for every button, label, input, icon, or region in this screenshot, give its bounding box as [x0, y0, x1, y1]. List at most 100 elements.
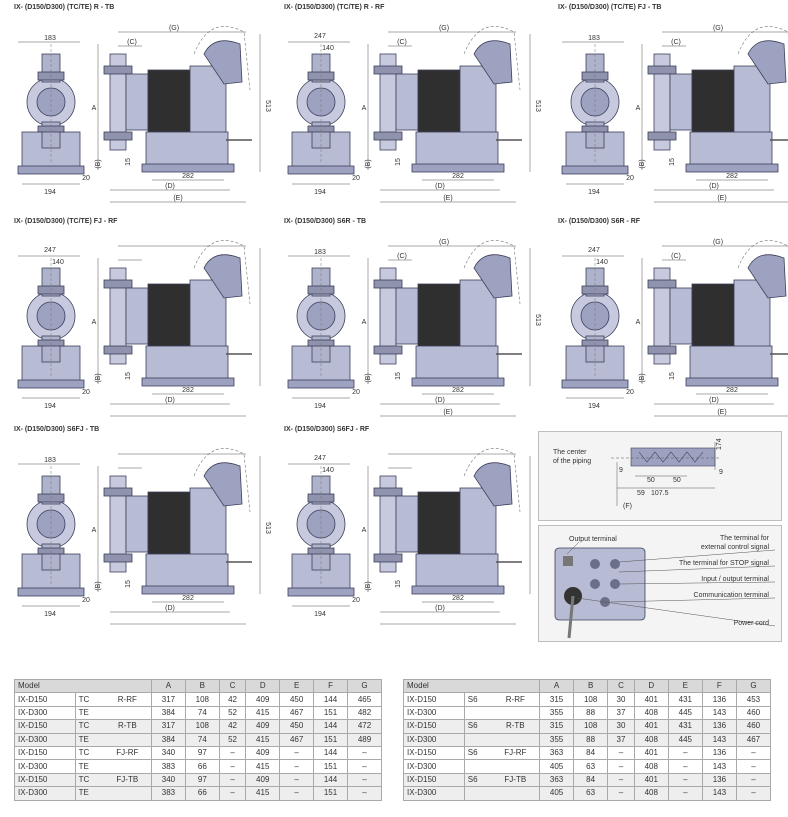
column-header: E: [279, 678, 315, 694]
model-cell: IX-D300: [403, 732, 465, 747]
value-cell: 489: [347, 732, 382, 747]
dim-194: 194: [44, 403, 56, 410]
column-header: A: [150, 678, 186, 694]
type-cell: [103, 759, 152, 774]
dim-g: (G): [169, 25, 179, 32]
dimension-lines: [562, 31, 788, 203]
dim-194: 194: [314, 611, 326, 618]
material-cell: [464, 732, 492, 747]
value-cell: 144: [313, 772, 348, 788]
dim-194: 194: [314, 403, 326, 410]
dim-50b: 50: [673, 477, 681, 484]
dim-a: A: [92, 105, 97, 112]
model-cell: IX-D150: [14, 719, 76, 734]
stop-signal-label: The terminal for STOP signal: [679, 560, 769, 567]
dim-20: 20: [352, 389, 360, 396]
dim-282: 282: [452, 595, 464, 602]
value-cell: 401: [633, 719, 669, 734]
value-cell: 66: [184, 759, 220, 774]
value-cell: –: [667, 772, 703, 788]
dim-b: (B): [365, 373, 372, 382]
dim-e: (E): [443, 195, 452, 202]
front-view: [17, 466, 85, 597]
value-cell: 431: [667, 719, 703, 734]
dim-d: (D): [165, 183, 175, 190]
dimension-lines: [562, 245, 788, 417]
model-cell: IX-D300: [14, 759, 76, 774]
value-cell: 108: [573, 692, 609, 707]
value-cell: 453: [735, 692, 772, 707]
type-cell: R-RF: [491, 692, 541, 707]
column-header: A: [539, 678, 575, 694]
dim-a: A: [92, 319, 97, 326]
value-cell: –: [607, 786, 635, 801]
dim-194: 194: [44, 189, 56, 196]
value-cell: –: [218, 745, 247, 761]
value-cell: 42: [218, 719, 247, 734]
value-cell: –: [607, 745, 635, 761]
model-cell: IX-D300: [14, 705, 76, 721]
drawing-title: IX- (D150/D300) (TC/TE) R - RF: [284, 4, 385, 11]
value-cell: 415: [245, 786, 281, 801]
dim-282: 282: [726, 387, 738, 394]
dim-247: 247: [314, 33, 326, 40]
dim-282: 282: [182, 595, 194, 602]
drawing-title: IX- (D150/D300) (TC/TE) FJ - RF: [14, 218, 118, 225]
model-cell: IX-D300: [14, 732, 76, 747]
type-cell: R-TB: [491, 719, 541, 734]
dim-g: (G): [713, 239, 723, 246]
dim-282: 282: [726, 173, 738, 180]
value-cell: 445: [667, 705, 703, 721]
dim-183: 183: [44, 35, 56, 42]
dim-b: (B): [95, 159, 102, 168]
dim-20: 20: [352, 175, 360, 182]
value-cell: 384: [150, 705, 186, 721]
value-cell: 460: [735, 705, 772, 721]
value-cell: 151: [313, 732, 348, 747]
value-cell: 37: [607, 732, 635, 747]
dim-513: 513: [264, 100, 271, 112]
output-terminal-label: Output terminal: [569, 536, 617, 543]
value-cell: 108: [184, 692, 220, 707]
value-cell: 467: [735, 732, 772, 747]
value-cell: 401: [633, 772, 669, 788]
dim-140: 140: [322, 45, 334, 52]
dim-d: (D): [165, 605, 175, 612]
ext-control-label-2: external control signal: [701, 544, 770, 551]
dim-513: 513: [534, 100, 541, 112]
value-cell: 340: [150, 772, 186, 788]
value-cell: 383: [150, 786, 186, 801]
value-cell: 401: [633, 692, 669, 707]
value-cell: 405: [539, 759, 575, 774]
value-cell: 450: [279, 719, 315, 734]
value-cell: 97: [184, 745, 220, 761]
type-cell: [491, 759, 541, 774]
column-header: G: [347, 678, 382, 694]
dim-140: 140: [322, 467, 334, 474]
value-cell: 143: [701, 786, 737, 801]
type-cell: [103, 786, 152, 801]
value-cell: –: [347, 786, 382, 801]
dimension-lines: [18, 31, 261, 203]
type-cell: FJ-TB: [491, 772, 541, 788]
value-cell: –: [735, 786, 772, 801]
dim-c: (C): [397, 253, 407, 260]
value-cell: 88: [573, 705, 609, 721]
material-cell: [464, 786, 492, 801]
value-cell: 144: [313, 719, 348, 734]
type-cell: [103, 705, 152, 721]
type-cell: R-TB: [103, 719, 152, 734]
dim-20: 20: [82, 175, 90, 182]
value-cell: 409: [245, 745, 281, 761]
model-cell: IX-D300: [403, 705, 465, 721]
dim-9b: 9: [719, 469, 723, 476]
drawing-title: IX- (D150/D300) S6FJ - TB: [14, 426, 100, 433]
drawing-svg: 183 (G) (C) A (B) 15 20 194 282 (D) (E) …: [561, 25, 788, 203]
dim-15: 15: [395, 158, 402, 166]
